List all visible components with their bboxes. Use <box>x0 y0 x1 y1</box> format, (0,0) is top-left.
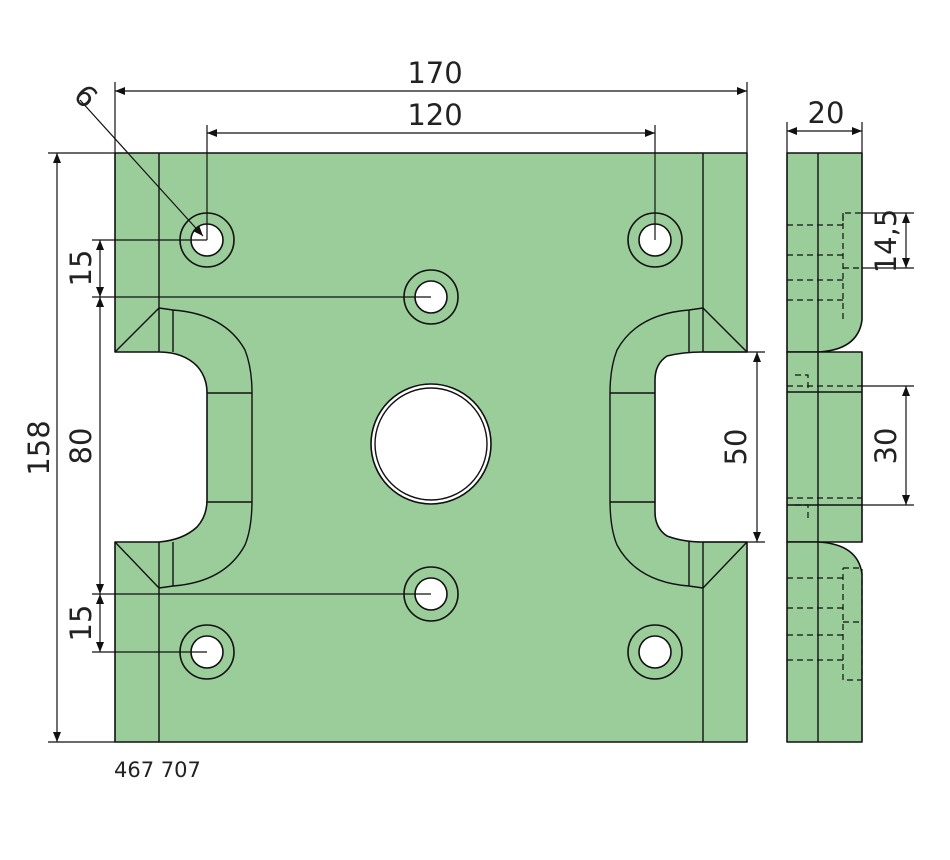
dim-label-30: 30 <box>869 428 903 465</box>
part-number: 467 707 <box>114 758 201 782</box>
dim-label-158: 158 <box>22 420 56 475</box>
dimension-80: 80 <box>64 297 104 594</box>
dim-label-80: 80 <box>64 428 98 465</box>
dimension-158: 158 <box>22 152 115 743</box>
dimension-20: 20 <box>786 96 863 153</box>
dimension-15-bottom: 15 <box>64 593 431 653</box>
dim-label-170: 170 <box>407 56 462 90</box>
dim-label-120: 120 <box>407 98 462 132</box>
dimension-170: 170 <box>114 56 748 153</box>
hole-center-large <box>370 383 492 505</box>
dim-label-14-5: 14,5 <box>869 209 903 274</box>
dim-label-15-top: 15 <box>64 250 98 287</box>
hole-bottom-right <box>627 624 683 680</box>
dimension-14-5: 14,5 <box>862 209 914 274</box>
side-view <box>786 152 863 743</box>
dimension-50: 50 <box>703 351 765 543</box>
dimension-30: 30 <box>862 385 914 506</box>
front-view <box>114 152 748 743</box>
hidden-lines <box>787 212 863 681</box>
dim-label-50: 50 <box>719 429 753 466</box>
side-outline <box>786 152 863 353</box>
dim-label-15-bottom: 15 <box>64 605 98 642</box>
dimension-120: 120 <box>206 98 656 240</box>
dimension-15-top: 15 <box>64 239 431 298</box>
dim-label-9: 9 <box>68 77 105 114</box>
plate-edges <box>114 153 748 742</box>
dim-label-20: 20 <box>808 96 845 130</box>
